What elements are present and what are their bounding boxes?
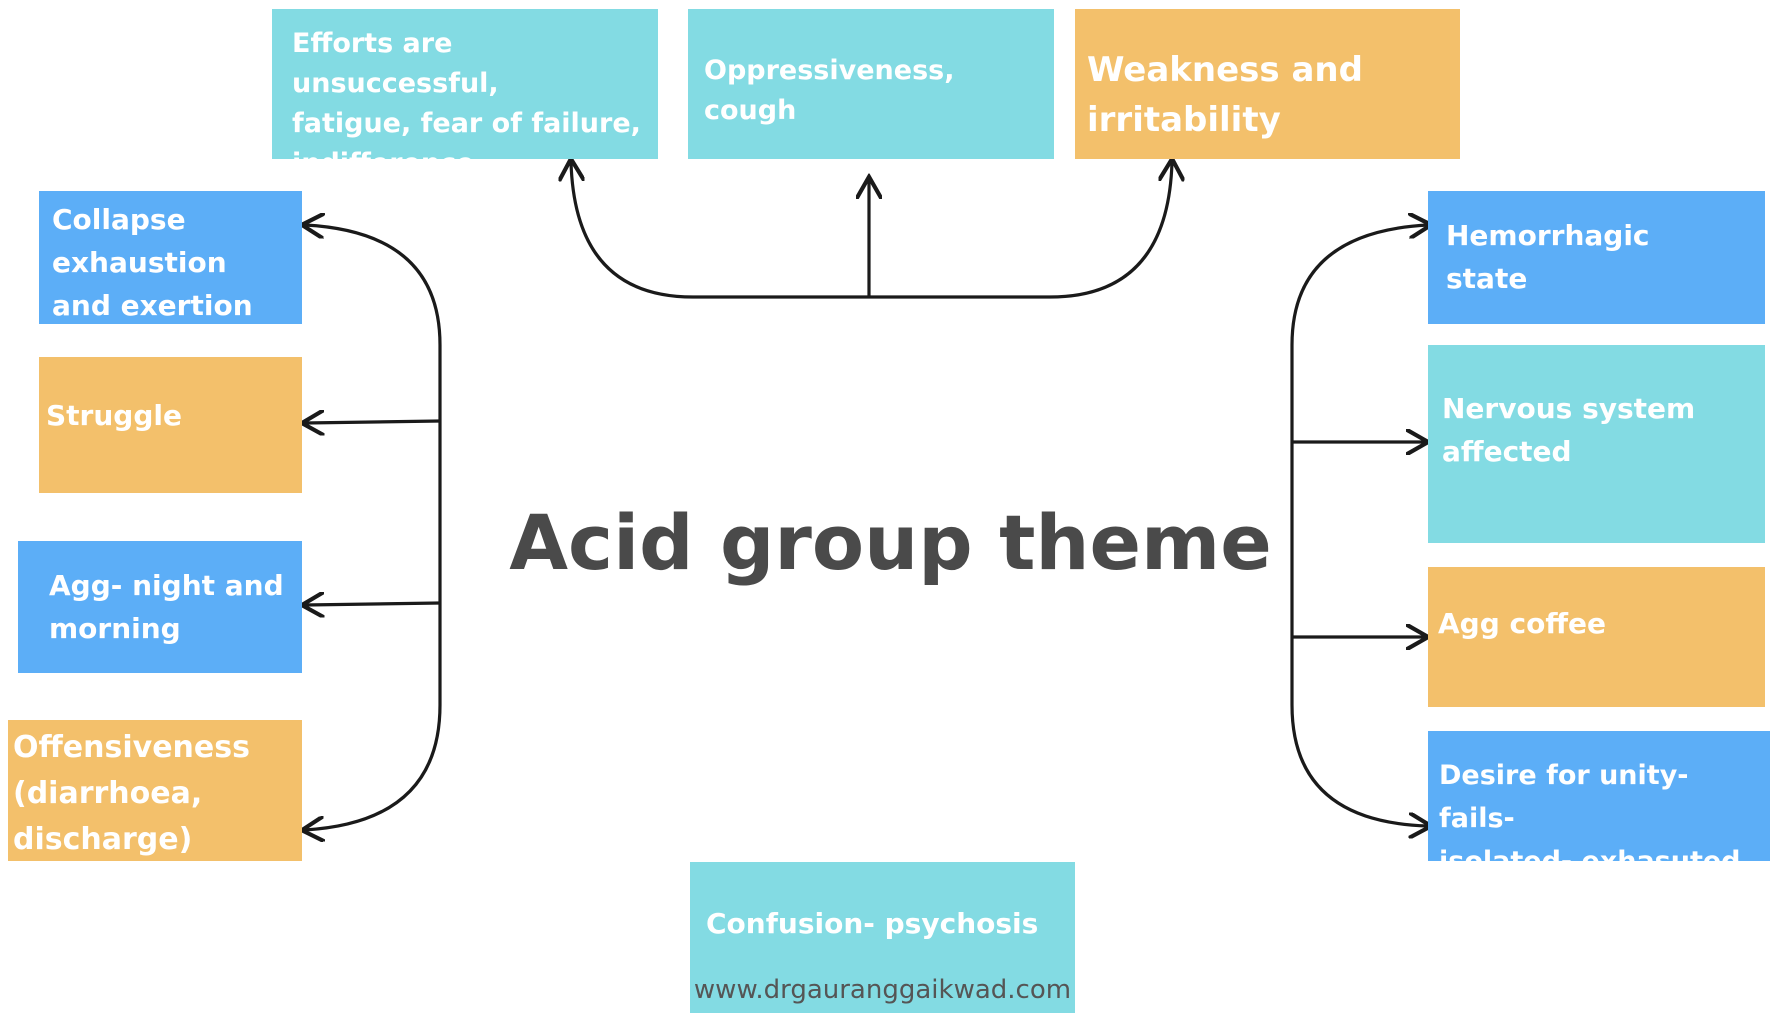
box-oppressiveness: Oppressiveness, cough <box>688 9 1054 159</box>
box-agg-coffee: Agg coffee <box>1428 567 1765 707</box>
arrow-to-weakness <box>1049 162 1172 299</box>
box-confusion: Confusion- psychosis <box>690 862 1075 1013</box>
diagram-title: Acid group theme <box>509 498 1272 587</box>
box-agg-night: Agg- night and morning <box>18 541 302 673</box>
box-weakness-text: Weakness and irritability <box>1087 50 1363 140</box>
box-agg-night-text: Agg- night and morning <box>49 569 284 645</box>
box-collapse-text: Collapse exhaustion and exertion <box>52 203 253 322</box>
box-efforts-text: Efforts are unsuccessful, fatigue, fear … <box>292 28 641 159</box>
arrow-to-struggle <box>305 421 441 423</box>
arrow-to-agg-night <box>305 603 441 605</box>
box-hemorrhagic-text: Hemorrhagic state <box>1446 219 1650 295</box>
box-struggle-text: Struggle <box>46 399 182 432</box>
box-collapse: Collapse exhaustion and exertion <box>39 191 302 324</box>
box-nervous: Nervous system affected <box>1428 345 1765 543</box>
arrow-to-efforts <box>571 162 694 299</box>
box-oppressiveness-text: Oppressiveness, cough <box>704 55 955 126</box>
box-weakness: Weakness and irritability <box>1075 9 1460 159</box>
box-unity: Desire for unity- fails- isolated- exhas… <box>1428 731 1770 861</box>
arrow-to-collapse <box>305 225 442 346</box>
box-struggle: Struggle <box>39 357 302 493</box>
box-offensiveness: Offensiveness (diarrhoea, discharge) <box>8 720 302 861</box>
box-nervous-text: Nervous system affected <box>1442 392 1696 468</box>
arrow-to-unity <box>1290 704 1428 826</box>
box-efforts: Efforts are unsuccessful, fatigue, fear … <box>272 9 658 159</box>
box-agg-coffee-text: Agg coffee <box>1438 607 1606 640</box>
arrow-to-offensiveness <box>305 704 442 830</box>
box-offensiveness-text: Offensiveness (diarrhoea, discharge) <box>13 730 250 857</box>
box-confusion-text: Confusion- psychosis <box>706 907 1039 940</box>
box-unity-text: Desire for unity- fails- isolated- exhas… <box>1439 760 1741 861</box>
box-hemorrhagic: Hemorrhagic state <box>1428 191 1765 324</box>
arrow-to-hemorrhagic <box>1290 225 1428 346</box>
website-watermark: www.drgauranggaikwad.com <box>693 975 1072 1005</box>
